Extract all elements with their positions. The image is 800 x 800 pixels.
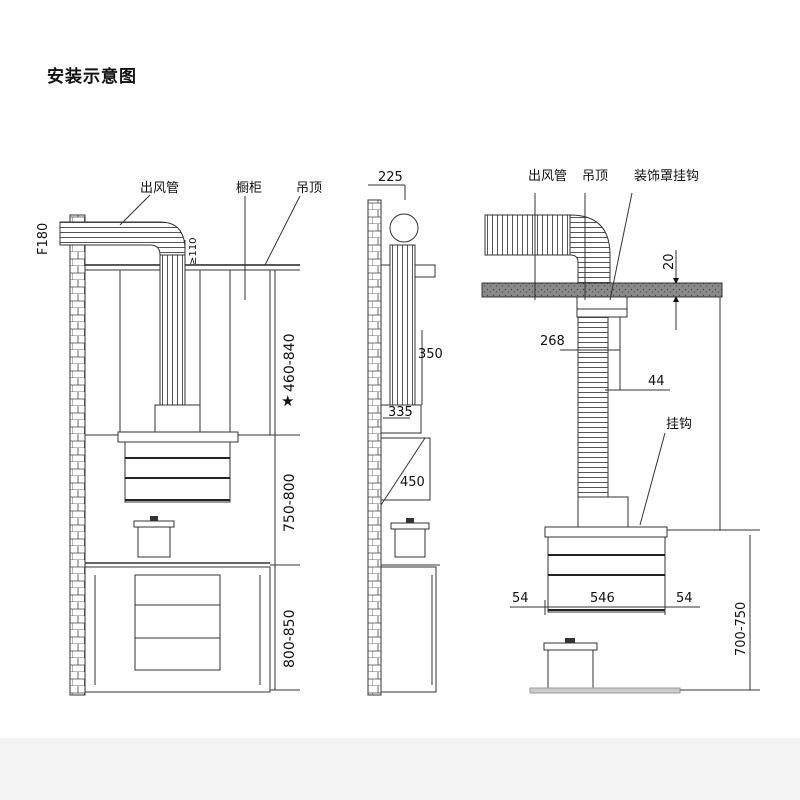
dim-54-left: 54 bbox=[512, 591, 529, 606]
middle-flex-duct bbox=[389, 244, 416, 406]
dim-225: 225 bbox=[378, 170, 403, 185]
right-view: 出风管 吊顶 装饰罩挂钩 挂钩 20 268 44 54 546 54 700-… bbox=[481, 169, 760, 694]
left-label-ceiling: 吊顶 bbox=[296, 181, 322, 196]
left-brick-wall bbox=[69, 214, 86, 696]
left-label-duct: 出风管 bbox=[140, 181, 179, 196]
right-label-cover-hook: 装饰罩挂钩 bbox=[634, 169, 699, 184]
right-label-duct: 出风管 bbox=[528, 169, 567, 184]
dim-546: 546 bbox=[590, 591, 615, 606]
right-duct-elbow bbox=[569, 214, 611, 284]
left-hood bbox=[117, 431, 239, 443]
dim-54-right: 54 bbox=[676, 591, 693, 606]
dim-800-850: 800-850 bbox=[282, 610, 298, 669]
dim-110: ≥110 bbox=[188, 238, 199, 265]
middle-pot bbox=[394, 526, 426, 558]
dim-750-800: 750-800 bbox=[282, 474, 298, 533]
dim-700-750: 700-750 bbox=[734, 602, 749, 656]
middle-duct-end bbox=[389, 213, 419, 243]
right-ceiling-slab bbox=[481, 282, 723, 298]
right-pot bbox=[547, 647, 594, 689]
right-duct-horizontal bbox=[484, 214, 571, 256]
dim-f180: F180 bbox=[36, 223, 51, 255]
lower-cabinet bbox=[84, 566, 271, 693]
dim-268: 268 bbox=[540, 334, 565, 349]
right-label-hook: 挂钩 bbox=[666, 417, 692, 432]
dim-335: 335 bbox=[388, 405, 413, 420]
right-hood bbox=[544, 526, 668, 538]
left-label-cabinet: 橱柜 bbox=[236, 181, 262, 196]
page-title: 安装示意图 bbox=[47, 67, 137, 87]
left-view: 出风管 橱柜 吊顶 F180 ≥110 460-840 ★ 750-800 80… bbox=[36, 181, 322, 696]
middle-brick-wall bbox=[367, 199, 382, 696]
dim-44: 44 bbox=[648, 374, 665, 389]
right-label-ceiling: 吊顶 bbox=[582, 169, 608, 184]
middle-view: 225 350 335 450 bbox=[367, 170, 443, 696]
dim-450: 450 bbox=[400, 475, 425, 490]
footer-band bbox=[0, 738, 800, 800]
star-marker: ★ bbox=[281, 392, 294, 410]
dim-20: 20 bbox=[662, 253, 677, 270]
dim-350: 350 bbox=[418, 347, 443, 362]
left-pot bbox=[137, 524, 171, 558]
dim-460-840: 460-840 bbox=[282, 334, 298, 393]
middle-hood bbox=[380, 437, 431, 501]
right-duct-vertical bbox=[577, 316, 609, 498]
